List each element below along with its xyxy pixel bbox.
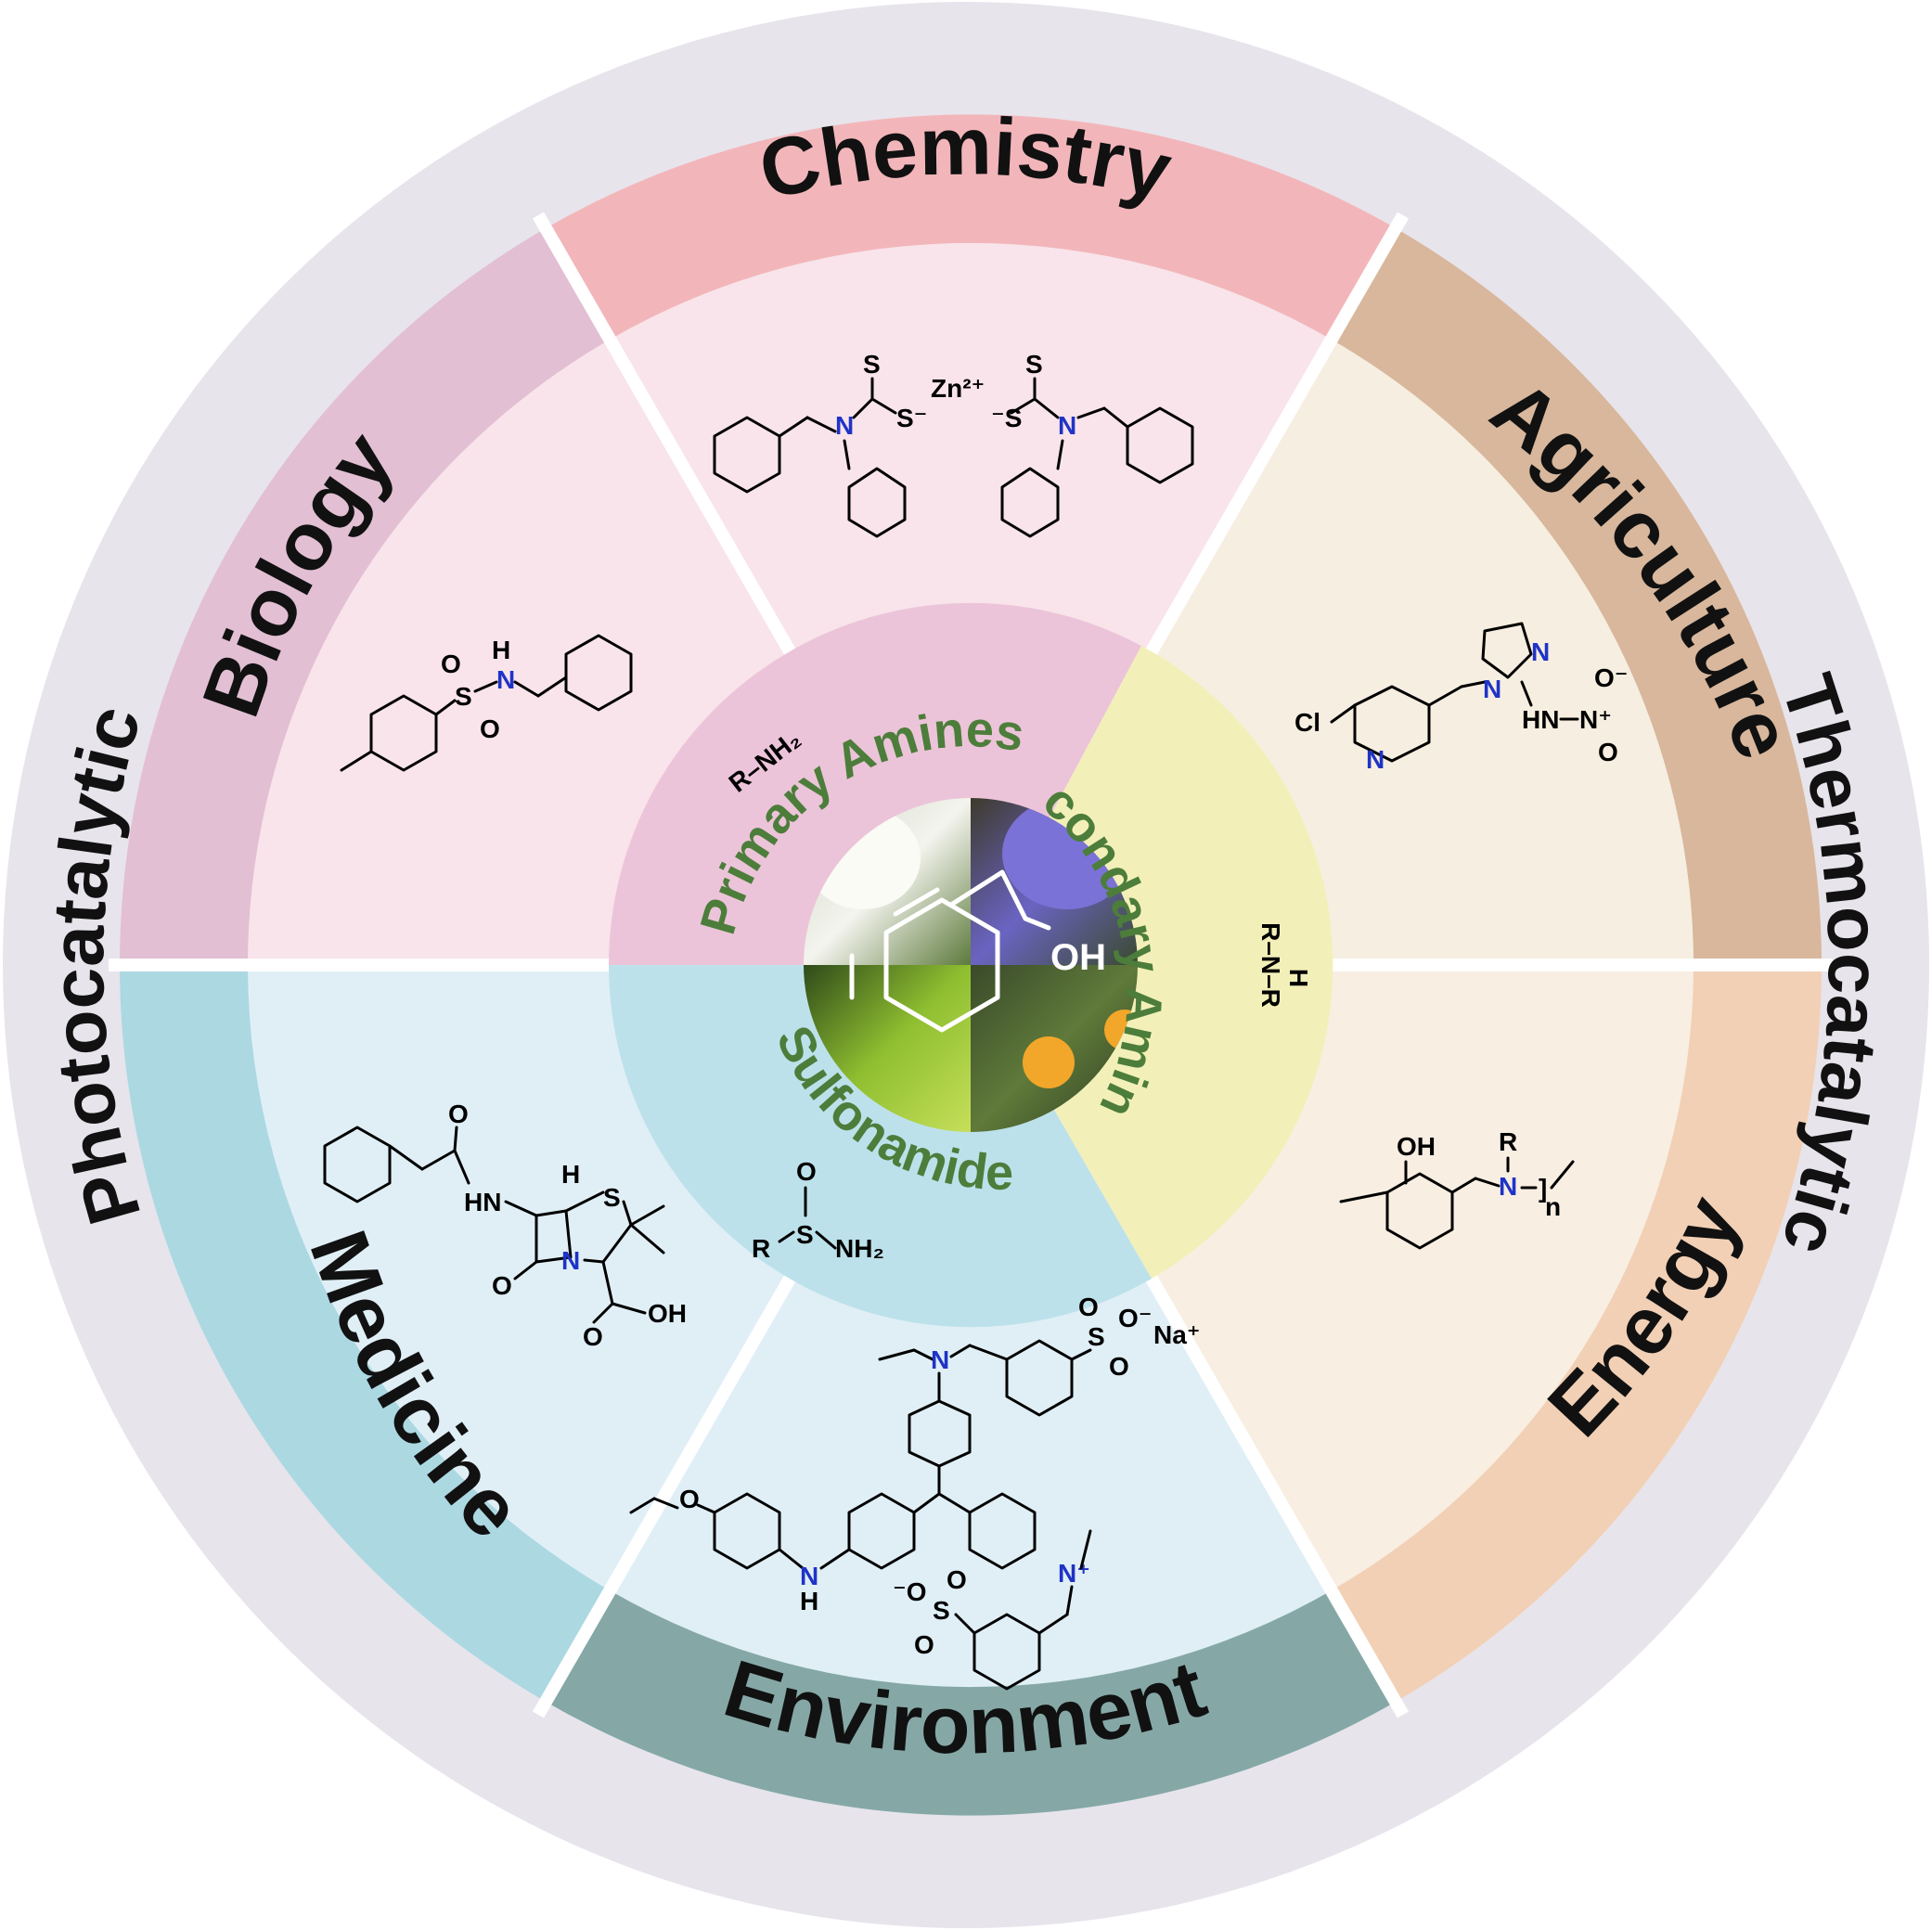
svg-text:HN: HN xyxy=(464,1188,501,1216)
secondary-formula-h: H xyxy=(1284,969,1313,987)
biology-structure: S O O N H xyxy=(340,634,633,772)
svg-text:HN: HN xyxy=(1522,705,1559,734)
svg-text:N: N xyxy=(1483,675,1501,703)
svg-text:N: N xyxy=(496,665,515,694)
band-agriculture xyxy=(1332,228,1822,959)
svg-text:Zn²⁺: Zn²⁺ xyxy=(931,374,985,403)
svg-text:N: N xyxy=(1058,411,1076,440)
svg-text:S: S xyxy=(603,1183,621,1212)
segment-bands xyxy=(120,114,1822,1816)
chemistry-structure: N S S⁻ Zn²⁺ ⁻S S N xyxy=(713,350,1194,538)
svg-text:H: H xyxy=(800,1587,818,1615)
svg-text:O: O xyxy=(492,1271,512,1300)
svg-text:Cl: Cl xyxy=(1294,708,1320,737)
svg-text:R: R xyxy=(1499,1127,1517,1156)
svg-text:]: ] xyxy=(1539,1174,1547,1203)
band-chemistry xyxy=(546,114,1396,340)
svg-text:N: N xyxy=(1531,637,1550,666)
svg-text:S: S xyxy=(933,1596,950,1625)
svg-text:S: S xyxy=(796,1220,814,1249)
panel-environment xyxy=(546,965,1396,1816)
svg-text:O: O xyxy=(583,1322,603,1351)
sulfonamide-formula: O S R NH₂ xyxy=(752,1157,884,1263)
svg-text:O: O xyxy=(480,714,500,743)
svg-text:⁻O: ⁻O xyxy=(893,1577,927,1606)
svg-text:H: H xyxy=(492,636,510,664)
svg-text:S: S xyxy=(863,350,881,379)
svg-text:O: O xyxy=(796,1157,817,1186)
svg-text:O: O xyxy=(1078,1293,1099,1321)
svg-text:R: R xyxy=(752,1234,770,1263)
center-molecule: OH xyxy=(849,869,1106,1033)
svg-text:O: O xyxy=(1598,738,1618,766)
inner-secondary xyxy=(971,646,1333,1279)
svg-text:NH₂: NH₂ xyxy=(835,1234,884,1263)
center-oh-label: OH xyxy=(1050,937,1106,978)
svg-text:OH: OH xyxy=(1397,1132,1436,1161)
svg-text:O: O xyxy=(448,1100,469,1128)
svg-text:O: O xyxy=(679,1485,700,1513)
svg-text:O⁻: O⁻ xyxy=(1594,663,1629,692)
svg-text:O: O xyxy=(441,650,461,678)
svg-text:Na⁺: Na⁺ xyxy=(1153,1320,1201,1349)
svg-text:O: O xyxy=(947,1565,967,1594)
svg-text:H: H xyxy=(561,1160,580,1189)
svg-text:N: N xyxy=(561,1246,580,1275)
svg-text:N: N xyxy=(1366,745,1385,774)
svg-text:n: n xyxy=(1545,1192,1561,1221)
panel-chemistry xyxy=(546,114,1396,966)
environment-structure: N S O⁻ O O Na⁺ O N H N⁺ S ⁻O O O xyxy=(629,1293,1201,1691)
agriculture-structure: Cl N N N HN N⁺ O⁻ O xyxy=(1294,622,1629,774)
svg-text:N: N xyxy=(835,411,854,440)
svg-text:N⁺: N⁺ xyxy=(1579,705,1612,734)
svg-text:S: S xyxy=(455,682,472,711)
svg-text:OH: OH xyxy=(648,1299,687,1328)
svg-text:S: S xyxy=(1088,1322,1105,1351)
yellow-flower xyxy=(1023,1036,1075,1088)
band-medicine xyxy=(120,971,610,1702)
svg-text:O: O xyxy=(1109,1352,1129,1381)
svg-text:O⁻: O⁻ xyxy=(1118,1304,1153,1332)
svg-text:S: S xyxy=(1025,350,1043,379)
svg-text:N⁺: N⁺ xyxy=(1058,1559,1090,1588)
svg-text:S⁻: S⁻ xyxy=(896,404,927,432)
svg-text:O: O xyxy=(914,1630,934,1659)
svg-text:N: N xyxy=(800,1562,818,1590)
band-biology xyxy=(120,228,610,959)
energy-structure: OH R N ] n xyxy=(1339,1127,1575,1250)
band-energy xyxy=(1332,971,1822,1702)
svg-text:N: N xyxy=(931,1345,949,1374)
secondary-formula: R–N–R xyxy=(1256,922,1285,1008)
medicine-structure: O HN H S N O O OH xyxy=(323,1100,687,1351)
band-environment xyxy=(546,1590,1396,1816)
svg-text:N: N xyxy=(1499,1172,1517,1201)
